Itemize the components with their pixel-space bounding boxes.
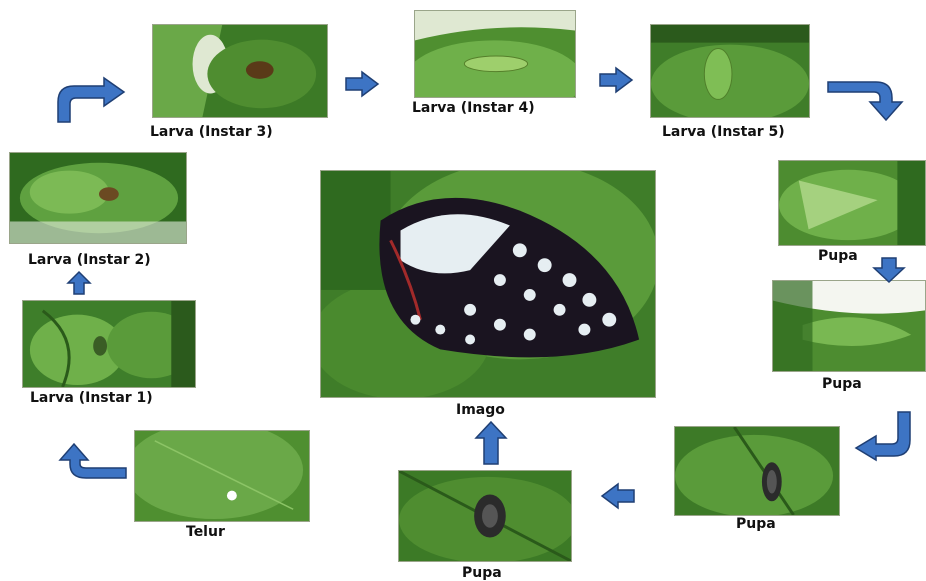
label-larva-instar-1: Larva (Instar 1) [30,390,153,406]
photo-larva-instar-1 [22,300,196,388]
label-larva-instar-5: Larva (Instar 5) [662,124,785,140]
label-pupa-2: Pupa [822,376,862,392]
arrow-pupa2-to-pupa3 [852,410,918,462]
photo-imago [320,170,656,398]
photo-pupa-3 [674,426,840,516]
label-pupa-3: Pupa [736,516,776,532]
photo-larva-instar-5 [650,24,810,118]
arrow-instar5-to-pupa1 [826,76,906,122]
label-egg: Telur [186,524,225,540]
arrow-instar4-to-instar5 [598,66,634,94]
photo-egg [134,430,310,522]
label-larva-instar-4: Larva (Instar 4) [412,100,535,116]
photo-pupa-2 [772,280,926,372]
label-imago: Imago [456,402,505,418]
arrow-pupa1-to-pupa2 [872,256,906,284]
label-larva-instar-2: Larva (Instar 2) [28,252,151,268]
arrow-pupa3-to-pupa4 [600,482,636,510]
arrow-pupa4-to-imago [474,420,508,466]
label-larva-instar-3: Larva (Instar 3) [150,124,273,140]
arrow-instar3-to-instar4 [344,70,380,98]
arrow-egg-to-instar1 [52,440,128,480]
label-pupa-4: Pupa [462,565,502,581]
photo-pupa-4 [398,470,572,562]
photo-larva-instar-2 [9,152,187,244]
label-pupa-1: Pupa [818,248,858,264]
photo-larva-instar-4 [414,10,576,98]
arrow-instar1-to-instar2 [66,270,92,296]
arrow-instar2-to-instar3 [52,76,128,124]
photo-larva-instar-3 [152,24,328,118]
photo-pupa-1 [778,160,926,246]
